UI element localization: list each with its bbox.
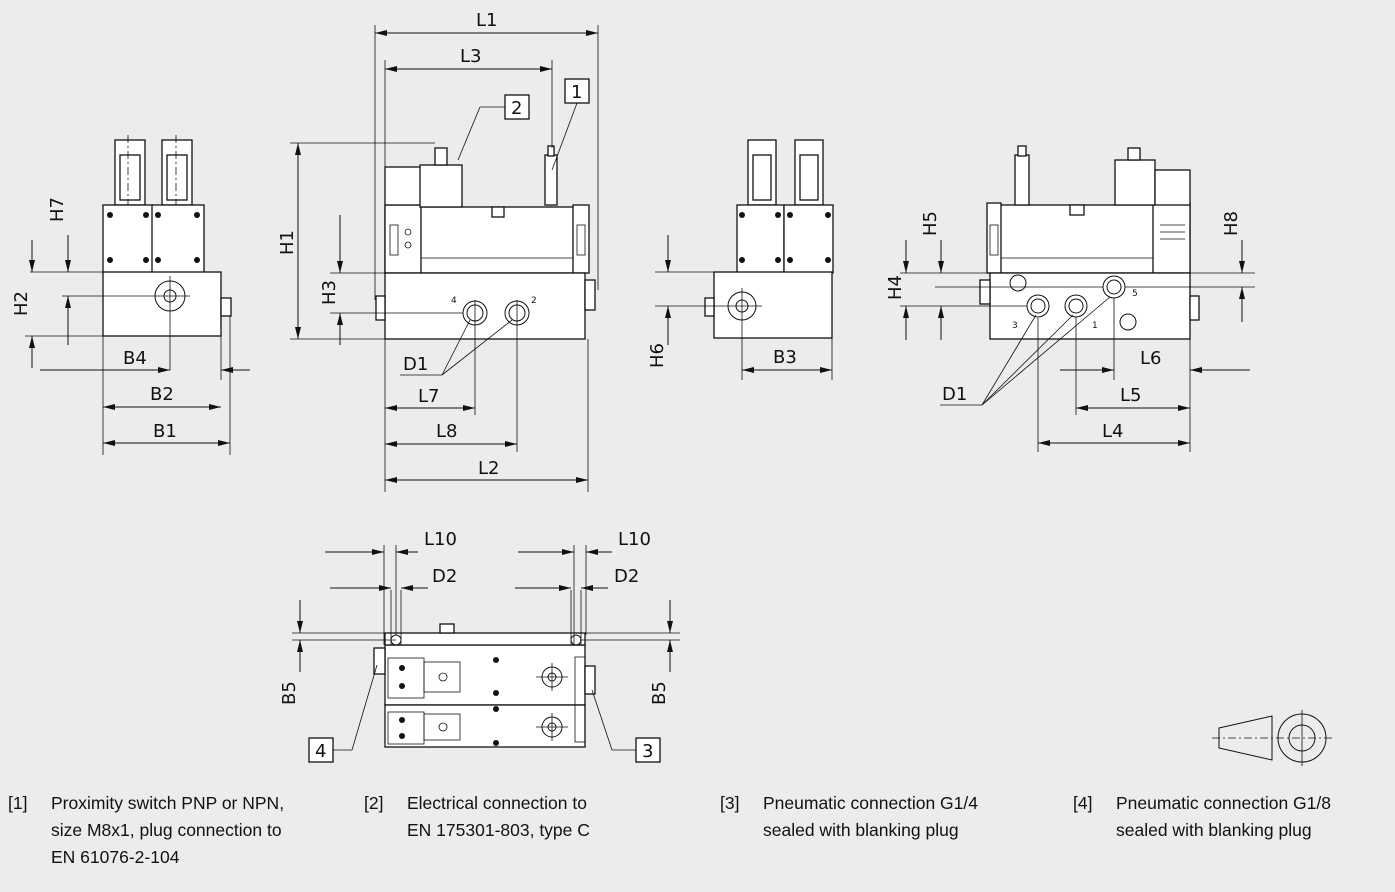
dim-label-b3: B3: [773, 347, 797, 368]
top-view: L10 D2 L10 D2 B5 B5 4 3: [279, 529, 680, 763]
dim-label-h8: H8: [1221, 211, 1242, 236]
dim-label-l10-left: L10: [424, 529, 457, 550]
dim-label-b5-right: B5: [649, 681, 670, 705]
callout-1: 1: [571, 82, 582, 103]
solenoid-coil: [151, 139, 205, 274]
legend-text: Pneumatic connection G1/8 sealed with bl…: [1116, 793, 1331, 840]
port-number-4: 4: [451, 296, 457, 306]
dim-label-l1: L1: [476, 10, 497, 31]
solenoid-coil: [102, 139, 154, 274]
dim-label-l6: L6: [1140, 348, 1161, 369]
projection-symbol-icon: [1212, 710, 1332, 766]
legend-text: Electrical connection to EN 175301-803, …: [407, 793, 590, 840]
callout-3: 3: [642, 741, 653, 762]
dim-label-l8: L8: [436, 421, 457, 442]
dim-label-b4: B4: [123, 348, 147, 369]
dim-label-h6: H6: [647, 343, 668, 368]
dim-label-h4: H4: [885, 275, 906, 300]
rear-view: 3 1 5 H4 H5 H8 D1 L6 L5: [885, 145, 1255, 452]
legend-number: [2]: [364, 793, 384, 813]
legend-number: [1]: [8, 793, 28, 813]
dim-label-l5: L5: [1120, 385, 1141, 406]
technical-drawing: H7 H2 B4 B2 B1: [11, 10, 1332, 766]
dim-label-h3: H3: [319, 280, 340, 305]
legend-text: Proximity switch PNP or NPN, size M8x1, …: [51, 793, 285, 867]
dim-label-d2-right: D2: [614, 566, 639, 587]
dim-label-l10-right: L10: [618, 529, 651, 550]
legend-number: [3]: [720, 793, 740, 813]
side-view-middle: H6 B3: [647, 139, 834, 380]
callout-4: 4: [315, 741, 326, 762]
dim-label-b2: B2: [150, 384, 174, 405]
dim-label-l3: L3: [460, 46, 481, 67]
legend-text: Pneumatic connection G1/4 sealed with bl…: [763, 793, 978, 840]
dim-label-b5-left: B5: [279, 681, 300, 705]
dim-label-l7: L7: [418, 386, 439, 407]
port-number-3: 3: [1012, 321, 1018, 331]
dim-label-h2: H2: [11, 291, 32, 316]
dim-label-d1-rear: D1: [942, 384, 967, 405]
dim-label-d1: D1: [403, 354, 428, 375]
callout-2: 2: [511, 98, 522, 119]
front-view: 4 2 2 1 L1 L3 H1 H3: [277, 10, 599, 492]
dim-label-h5: H5: [920, 211, 941, 236]
dim-label-l4: L4: [1102, 421, 1123, 442]
dim-label-l2: L2: [478, 458, 499, 479]
port-number-2: 2: [531, 296, 537, 306]
dim-label-d2-left: D2: [432, 566, 457, 587]
dim-label-h7: H7: [47, 197, 68, 222]
port-number-1: 1: [1092, 321, 1098, 331]
port-number-5: 5: [1132, 289, 1138, 299]
legend-number: [4]: [1073, 793, 1093, 813]
dim-label-b1: B1: [153, 421, 177, 442]
dim-label-h1: H1: [277, 230, 298, 255]
side-view-left: H7 H2 B4 B2 B1: [11, 135, 250, 455]
